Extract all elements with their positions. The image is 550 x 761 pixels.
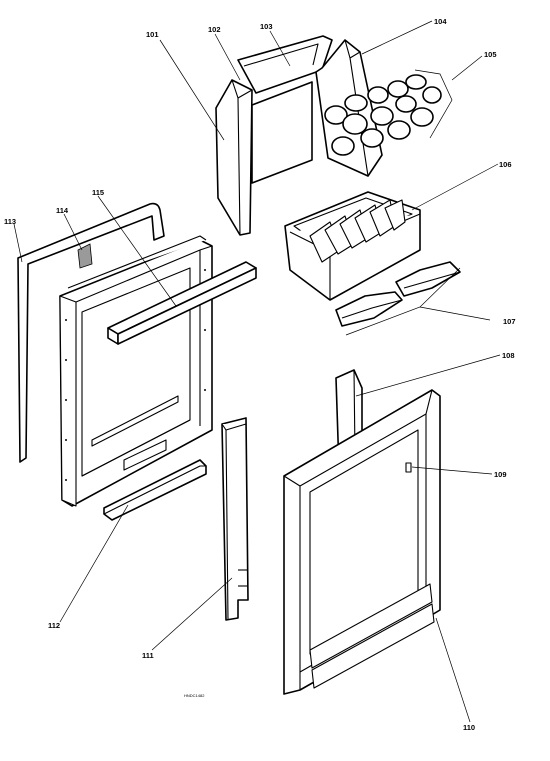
part-106-fuel-bed: [284, 191, 421, 301]
part-110-outer-frame: [283, 389, 441, 695]
label-113: 113: [4, 217, 16, 226]
part-111-side-panel: [221, 417, 249, 621]
label-111: 111: [142, 651, 154, 660]
part-101-left-brick: [215, 79, 253, 236]
label-107: 107: [503, 317, 516, 326]
label-106: 106: [499, 160, 512, 169]
part-112-bracket: [103, 439, 207, 521]
drawing-code: HNDC1482: [184, 693, 205, 698]
part-105-pebbles: [324, 69, 453, 156]
leader-lines: [13, 20, 501, 723]
label-102: 102: [208, 25, 221, 34]
label-101: 101: [146, 30, 159, 39]
label-115: 115: [92, 188, 104, 197]
label-103: 103: [260, 22, 273, 31]
part-113-seal: [17, 202, 165, 463]
label-114: 114: [56, 206, 69, 215]
part-103-rear-brick: [237, 35, 333, 184]
callout-labels: 101 102 103 104 105 106 107 108 109 110 …: [4, 17, 516, 732]
part-114-clip: [77, 243, 93, 269]
label-108: 108: [502, 351, 515, 360]
part-107-front-pieces: [335, 261, 461, 336]
label-104: 104: [434, 17, 447, 26]
part-115-top-bar: [107, 261, 257, 345]
label-112: 112: [48, 621, 60, 630]
label-110: 110: [463, 723, 475, 732]
label-109: 109: [494, 470, 507, 479]
label-105: 105: [484, 50, 497, 59]
